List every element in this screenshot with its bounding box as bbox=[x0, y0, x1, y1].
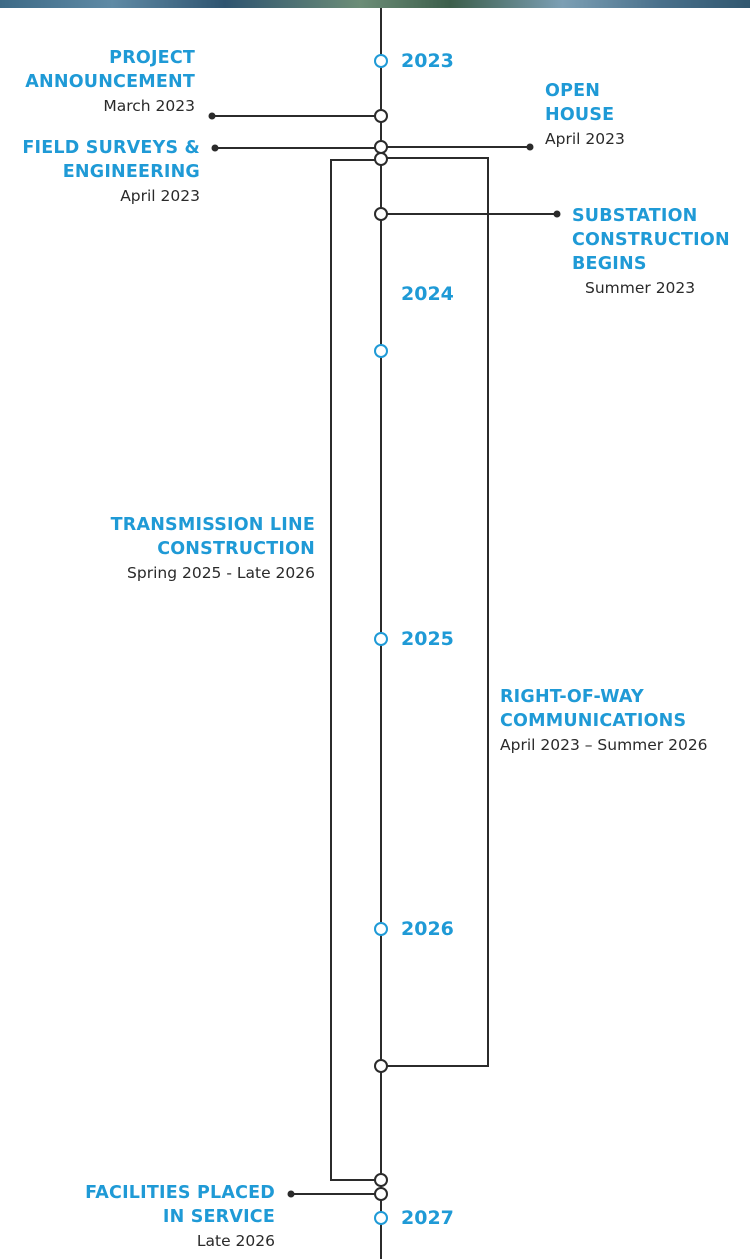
year-node-2024 bbox=[374, 344, 388, 358]
node-field-surveys bbox=[374, 152, 388, 166]
milestone-right-of-way: RIGHT-OF-WAY COMMUNICATIONS April 2023 –… bbox=[500, 685, 708, 756]
milestone-date: Late 2026 bbox=[196, 1232, 275, 1250]
year-node-2027 bbox=[374, 1211, 388, 1225]
transmission-bracket bbox=[330, 159, 381, 1181]
milestone-open-house: OPEN HOUSE April 2023 bbox=[545, 79, 625, 150]
header-photo-strip bbox=[0, 0, 750, 8]
node-transmission-end bbox=[374, 1173, 388, 1187]
milestone-project-announcement: PROJECT ANNOUNCEMENT March 2023 bbox=[25, 46, 195, 117]
milestone-title-line: IN SERVICE bbox=[162, 1207, 275, 1227]
connector-dot-in-service bbox=[287, 1190, 295, 1198]
connector-dot-open-house bbox=[526, 143, 534, 151]
milestone-title-line: ANNOUNCEMENT bbox=[25, 72, 195, 92]
year-label-2023: 2023 bbox=[401, 50, 454, 72]
milestone-field-surveys: FIELD SURVEYS & ENGINEERING April 2023 bbox=[22, 136, 200, 207]
milestone-title-line: OPEN bbox=[545, 81, 601, 101]
milestone-substation: SUBSTATION CONSTRUCTION BEGINS Summer 20… bbox=[572, 204, 730, 299]
year-node-2025 bbox=[374, 632, 388, 646]
milestone-title-line: CONSTRUCTION bbox=[572, 230, 730, 250]
milestone-title-line: HOUSE bbox=[545, 105, 615, 125]
year-label-2025: 2025 bbox=[401, 628, 454, 650]
milestone-date: April 2023 bbox=[545, 130, 625, 148]
milestone-title-line: FACILITIES PLACED bbox=[85, 1183, 275, 1203]
node-substation bbox=[374, 207, 388, 221]
year-node-2026 bbox=[374, 922, 388, 936]
year-node-2023 bbox=[374, 54, 388, 68]
milestone-title-line: COMMUNICATIONS bbox=[500, 711, 687, 731]
node-project-announcement bbox=[374, 109, 388, 123]
milestone-date: March 2023 bbox=[103, 97, 195, 115]
node-open-house bbox=[374, 140, 388, 154]
year-label-2027: 2027 bbox=[401, 1207, 454, 1229]
milestone-date: April 2023 bbox=[120, 187, 200, 205]
milestone-date: Spring 2025 - Late 2026 bbox=[127, 564, 315, 582]
connector-dot-substation bbox=[553, 210, 561, 218]
milestone-title-line: BEGINS bbox=[572, 254, 647, 274]
milestone-title-line: CONSTRUCTION bbox=[157, 539, 315, 559]
node-row-end bbox=[374, 1059, 388, 1073]
year-label-2024: 2024 bbox=[401, 283, 454, 305]
milestone-title-line: SUBSTATION bbox=[572, 206, 698, 226]
milestone-title-line: FIELD SURVEYS & bbox=[22, 138, 200, 158]
milestone-date: Summer 2023 bbox=[585, 279, 696, 297]
node-in-service bbox=[374, 1187, 388, 1201]
milestone-title-line: RIGHT-OF-WAY bbox=[500, 687, 644, 707]
milestone-title-line: TRANSMISSION LINE bbox=[110, 515, 315, 535]
milestone-title-line: PROJECT bbox=[109, 48, 195, 68]
connector-dot-project-announcement bbox=[208, 112, 216, 120]
right-of-way-bracket bbox=[381, 157, 489, 1067]
milestone-title-line: ENGINEERING bbox=[62, 162, 200, 182]
milestone-transmission: TRANSMISSION LINE CONSTRUCTION Spring 20… bbox=[111, 513, 315, 584]
connector-dot-field-surveys bbox=[211, 144, 219, 152]
milestone-in-service: FACILITIES PLACED IN SERVICE Late 2026 bbox=[85, 1181, 275, 1252]
milestone-date: April 2023 – Summer 2026 bbox=[500, 736, 708, 754]
year-label-2026: 2026 bbox=[401, 918, 454, 940]
